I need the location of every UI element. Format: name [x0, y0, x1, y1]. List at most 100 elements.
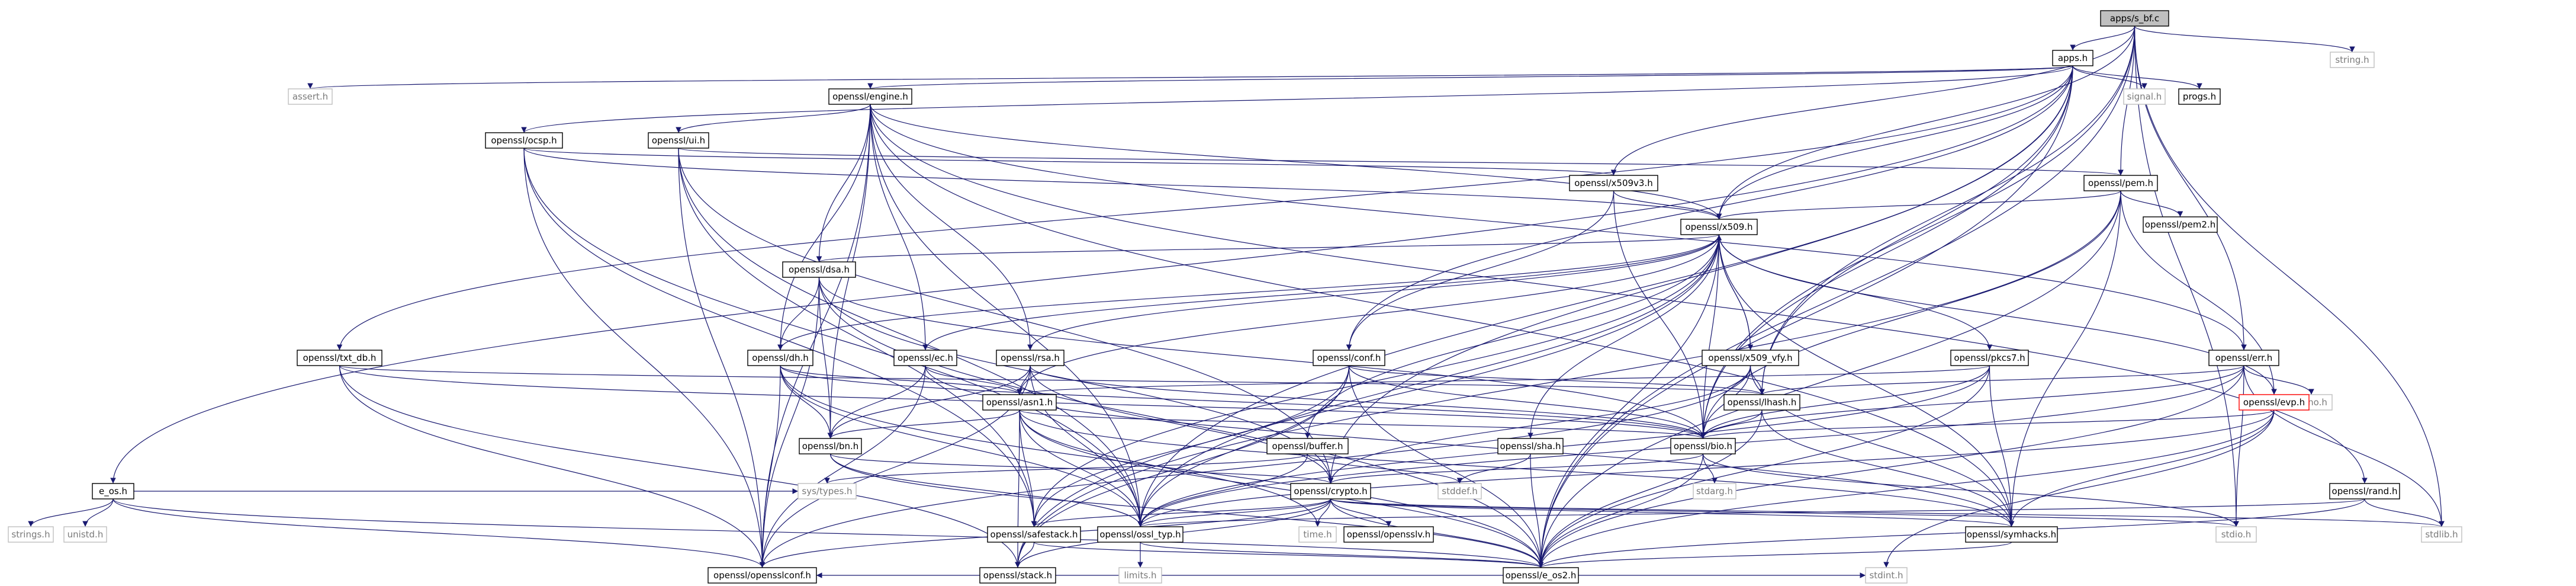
edge-apps_h-to-ocsp_h: [521, 65, 2073, 133]
node-dsa_h[interactable]: openssl/dsa.h: [782, 261, 856, 278]
node-apps_s_bf_c[interactable]: apps/s_bf.c: [2100, 10, 2169, 27]
edge-ui_h-to-pem_h: [678, 148, 2123, 176]
edge-apps_h-to-x509_h: [1716, 65, 2073, 220]
node-conf_h[interactable]: openssl/conf.h: [1313, 350, 1385, 366]
edge-dh_h-to-bn_h: [780, 365, 834, 439]
edge-lhash_h-to-e_os2_h: [1538, 409, 1763, 568]
node-stdlib_h: stdlib.h: [2421, 526, 2462, 543]
edge-x509_h-to-dsa_h: [816, 234, 1720, 262]
node-ossl_typ_h[interactable]: openssl/ossl_typ.h: [1097, 526, 1184, 543]
edge-crypto_h-to-opensslv_h: [1330, 498, 1392, 527]
node-label: openssl/crypto.h: [1294, 486, 1367, 497]
node-crypto_h[interactable]: openssl/crypto.h: [1290, 483, 1371, 499]
edge-crypto_h-to-time_h: [1314, 498, 1332, 527]
node-box: [1503, 567, 1579, 584]
node-opensslv_h[interactable]: openssl/opensslv.h: [1343, 526, 1434, 543]
node-lhash_h[interactable]: openssl/lhash.h: [1723, 394, 1800, 411]
edge-asn1_h-to-e_os2_h: [1019, 409, 1544, 568]
edge-txt_db_h-to-opensslconf_h: [339, 365, 766, 568]
node-sha_h[interactable]: openssl/sha.h: [1497, 438, 1564, 454]
edge-x509_h-to-e_os2_h: [1538, 234, 1720, 568]
node-progs_h[interactable]: progs.h: [2178, 88, 2221, 105]
edge-engine_h-to-x509_h: [870, 104, 1722, 220]
edge-pkcs7_h-to-bio_h: [1700, 365, 1990, 439]
node-bio_h[interactable]: openssl/bio.h: [1670, 438, 1736, 454]
node-dh_h[interactable]: openssl/dh.h: [747, 350, 813, 366]
edge-ocsp_h-to-x509v3_h: [523, 148, 1616, 176]
edge-pkcs7_h-to-symhacks_h: [1989, 365, 2015, 527]
node-e_os_h[interactable]: e_os.h: [92, 483, 134, 499]
node-symhacks_h[interactable]: openssl/symhacks.h: [1965, 526, 2058, 543]
node-label: openssl/ocsp.h: [491, 135, 557, 146]
node-box: [828, 88, 912, 105]
edge-rsa_h-to-bn_h: [827, 365, 1031, 439]
node-x509_h[interactable]: openssl/x509.h: [1680, 219, 1758, 235]
edge-x509_h-to-symhacks_h: [1718, 234, 2015, 527]
node-asn1_h[interactable]: openssl/asn1.h: [982, 394, 1057, 411]
node-stack_h[interactable]: openssl/stack.h: [979, 567, 1056, 584]
node-pem_h[interactable]: openssl/pem.h: [2083, 175, 2158, 191]
edge-ocsp_h-to-x509_h: [523, 148, 1722, 220]
node-unistd_h: unistd.h: [63, 526, 107, 543]
node-label: openssl/rsa.h: [1001, 353, 1060, 363]
node-apps_h[interactable]: apps.h: [2052, 50, 2093, 66]
edge-apps_s_bf_c-to-err_h: [2134, 25, 2247, 351]
node-label: time.h: [1303, 529, 1332, 540]
node-label: openssl/x509v3.h: [1574, 178, 1653, 188]
node-err_h[interactable]: openssl/err.h: [2208, 350, 2279, 366]
edge-rsa_h-to-bio_h: [1030, 365, 1706, 439]
edge-rand_h-to-stdlib_h: [2364, 498, 2445, 527]
edge-rsa_h-to-crypto_h: [1030, 365, 1334, 484]
edge-sha_h-to-stddef_h: [1456, 453, 1531, 484]
node-pkcs7_h[interactable]: openssl/pkcs7.h: [1950, 350, 2029, 366]
node-e_os2_h[interactable]: openssl/e_os2.h: [1503, 567, 1579, 584]
node-safestack_h[interactable]: openssl/safestack.h: [987, 526, 1081, 543]
edge-buffer_h-to-sys_types_h: [824, 453, 1308, 484]
node-ocsp_h[interactable]: openssl/ocsp.h: [485, 132, 563, 149]
node-label: e_os.h: [99, 486, 127, 497]
node-label: stdio.h: [2221, 529, 2252, 540]
node-box: [2083, 175, 2158, 191]
node-ui_h[interactable]: openssl/ui.h: [648, 132, 709, 149]
node-ec_h[interactable]: openssl/ec.h: [893, 350, 957, 366]
edge-apps_s_bf_c-to-stdlib_h: [2134, 25, 2445, 527]
edge-x509v3_h-to-bio_h: [1613, 190, 1706, 439]
node-bn_h[interactable]: openssl/bn.h: [799, 438, 862, 454]
node-label: openssl/txt_db.h: [303, 353, 377, 364]
node-label: openssl/pkcs7.h: [1954, 353, 2025, 363]
edge-ui_h-to-opensslconf_h: [678, 148, 766, 568]
edge-apps_h-to-ossl_typ_h: [1137, 65, 2073, 527]
node-pem2_h[interactable]: openssl/pem2.h: [2143, 216, 2218, 233]
node-label: strings.h: [11, 529, 50, 540]
node-box: [1693, 483, 1736, 499]
edge-pem_h-to-pem2_h: [2120, 190, 2183, 217]
node-buffer_h[interactable]: openssl/buffer.h: [1266, 438, 1349, 454]
edge-ossl_typ_h-to-e_os2_h: [1140, 542, 1543, 568]
edge-symhacks_h-to-e_os2_h: [1538, 542, 2012, 568]
edge-asn1_h-to-bio_h: [1019, 409, 1706, 439]
node-rand_h[interactable]: openssl/rand.h: [2329, 483, 2400, 499]
edge-apps_s_bf_c-to-apps_h: [2070, 25, 2136, 51]
edge-dh_h-to-asn1_h: [780, 365, 1022, 395]
edge-x509_h-to-rsa_h: [1027, 234, 1720, 351]
node-txt_db_h[interactable]: openssl/txt_db.h: [297, 350, 382, 366]
node-engine_h[interactable]: openssl/engine.h: [828, 88, 912, 105]
node-opensslconf_h[interactable]: openssl/opensslconf.h: [707, 567, 817, 584]
edge-apps_s_bf_c-to-string_h: [2134, 25, 2355, 53]
node-box: [2208, 350, 2279, 366]
edge-apps_h-to-bio_h: [1700, 65, 2073, 439]
node-x509_vfy_h[interactable]: openssl/x509_vfy.h: [1702, 350, 1799, 366]
node-box: [1097, 526, 1184, 543]
node-x509v3_h[interactable]: openssl/x509v3.h: [1569, 175, 1658, 191]
edge-rand_h-to-ossl_typ_h: [1138, 498, 2365, 527]
node-evp_h[interactable]: openssl/evp.h: [2239, 394, 2310, 411]
node-rsa_h[interactable]: openssl/rsa.h: [996, 350, 1065, 366]
node-label: openssl/ossl_typ.h: [1099, 529, 1181, 540]
edge-dsa_h-to-bio_h: [818, 277, 1706, 439]
node-box: [2330, 52, 2375, 68]
edge-apps_s_bf_c-to-x509v3_h: [1610, 25, 2136, 176]
edge-apps_h-to-progs_h: [2072, 65, 2202, 89]
edge-engine_h-to-err_h: [870, 104, 2247, 351]
node-label: sys/types.h: [802, 486, 852, 497]
